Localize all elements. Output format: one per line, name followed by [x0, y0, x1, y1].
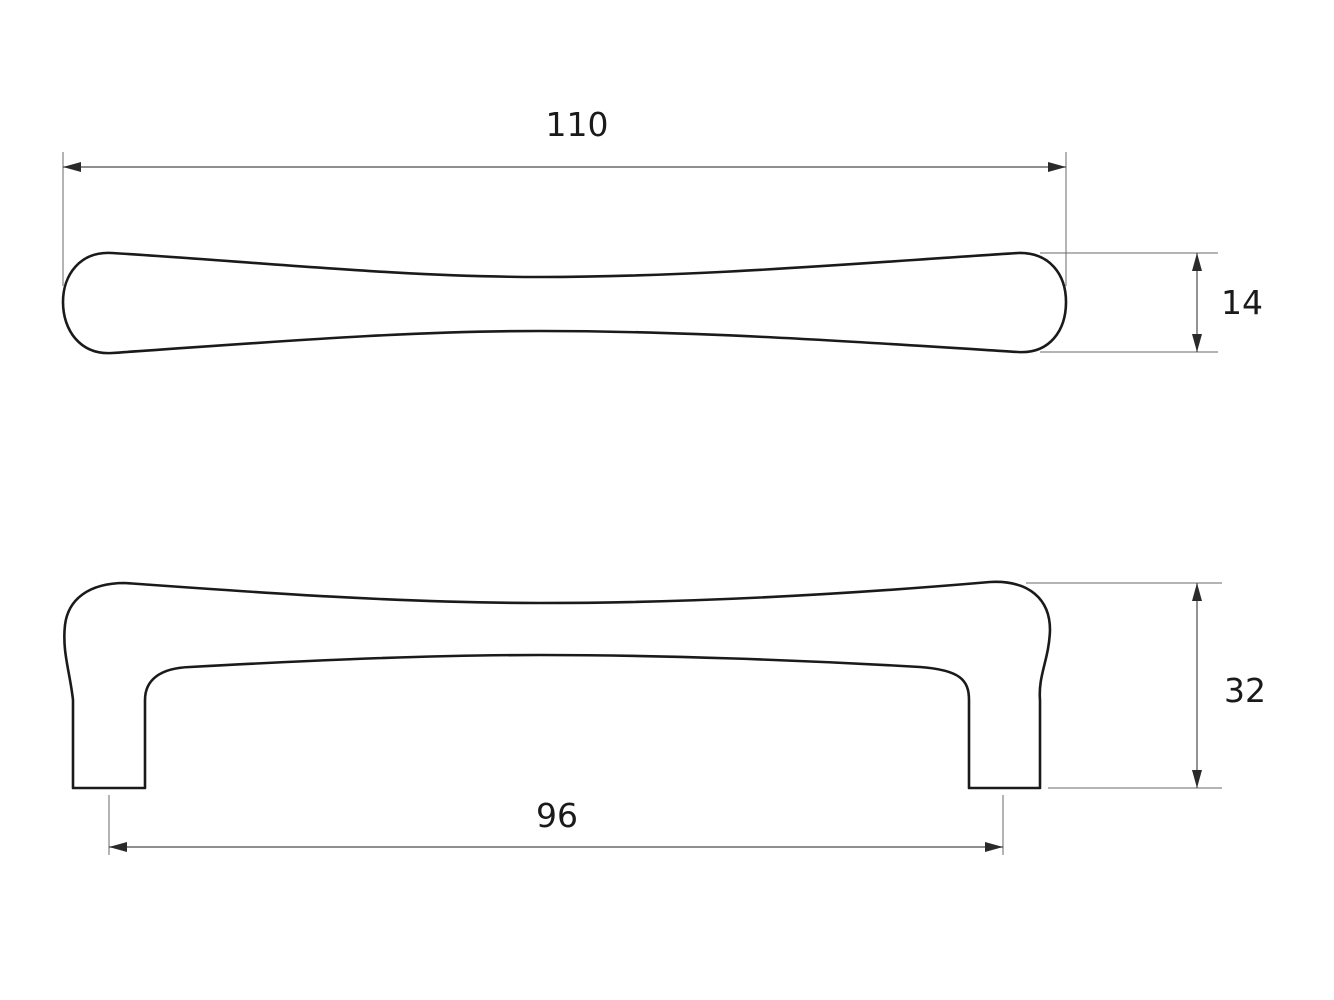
- dimension-label-height: 32: [1224, 671, 1266, 710]
- dimension-label-thickness: 14: [1221, 283, 1263, 322]
- handle-top-outline: [61, 251, 1068, 355]
- handle-side-outline: [63, 580, 1052, 790]
- dimension-thickness: 14: [1040, 252, 1263, 353]
- side-view: [63, 580, 1052, 790]
- arrow-head: [985, 842, 1003, 852]
- arrow-head: [63, 162, 81, 172]
- arrow-head: [109, 842, 127, 852]
- arrow-head: [1048, 162, 1066, 172]
- arrow-head: [1192, 770, 1202, 788]
- dimension-center-distance: 96: [108, 795, 1004, 855]
- arrow-head: [1192, 334, 1202, 352]
- dimension-height: 32: [1026, 582, 1266, 789]
- dimension-label-overall-length: 110: [546, 105, 609, 144]
- dimension-overall-length: 110: [62, 105, 1067, 286]
- top-view: [61, 251, 1068, 355]
- arrow-head: [1192, 253, 1202, 271]
- dimension-label-center-distance: 96: [536, 796, 578, 835]
- arrow-head: [1192, 583, 1202, 601]
